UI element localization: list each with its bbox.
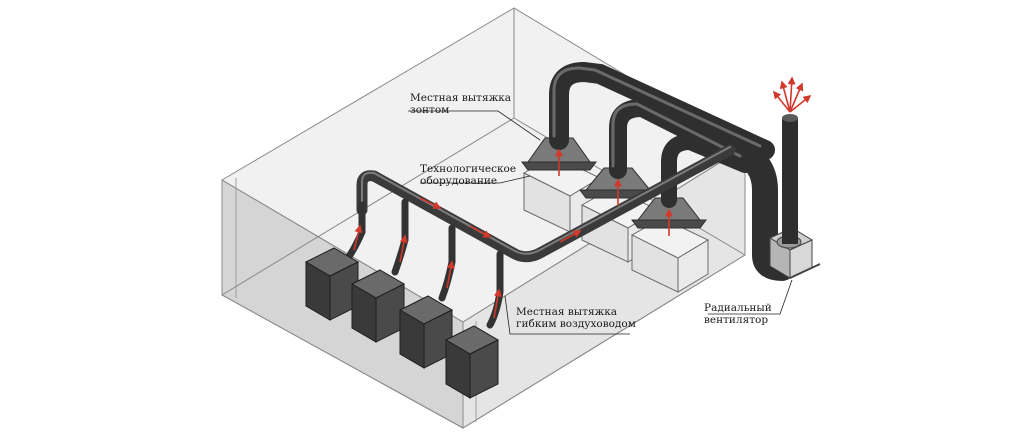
exhaust-chimney	[782, 114, 798, 244]
leader-flex-hose	[504, 295, 630, 335]
arrow-out-5	[789, 95, 812, 113]
label-flex-hose-line1: Местная вытяжка	[516, 306, 618, 318]
label-flex-hose: Местная вытяжка гибким воздуховодом	[516, 306, 636, 330]
leader-hood	[408, 110, 541, 141]
arrow-out-3	[787, 76, 796, 113]
duct-hood-1	[549, 61, 775, 160]
arrow-hose-1	[353, 224, 363, 251]
arrow-hose-2	[399, 234, 408, 263]
machines	[304, 247, 500, 399]
arrow-out-2	[779, 80, 791, 113]
leader-fan	[708, 279, 793, 315]
arrow-out-1	[773, 90, 791, 113]
arrow-hose-3	[446, 260, 455, 289]
label-hood-line1: Местная вытяжка	[410, 92, 512, 104]
arrow-duct-3	[559, 230, 582, 243]
label-fan-line1: Радиальный	[704, 302, 772, 314]
airflow-arrows	[353, 76, 812, 319]
label-fan-line2: вентилятор	[704, 314, 769, 326]
arrow-hose-4	[493, 288, 502, 319]
machine-4	[444, 325, 500, 399]
arrow-duct-2	[469, 225, 492, 238]
label-equipment-line2: оборудование	[420, 175, 498, 187]
label-equipment-line1: Технологическое	[420, 163, 517, 175]
label-equipment: Технологическое оборудование	[420, 163, 516, 187]
machine-2	[350, 269, 406, 343]
label-hood-line2: зонтом	[410, 104, 450, 116]
label-flex-hose-line2: гибким воздуховодом	[516, 318, 636, 330]
machine-3	[398, 295, 454, 369]
arrow-out-4	[789, 82, 804, 113]
machine-1	[304, 247, 360, 321]
arrow-duct-1	[419, 197, 442, 209]
leader-lines	[408, 110, 793, 335]
label-hood: Местная вытяжка зонтом	[410, 92, 511, 116]
machine-duct	[356, 144, 736, 263]
label-fan: Радиальный вентилятор	[704, 302, 772, 326]
leader-equipment	[420, 175, 531, 184]
duct-hood-3	[661, 133, 753, 208]
